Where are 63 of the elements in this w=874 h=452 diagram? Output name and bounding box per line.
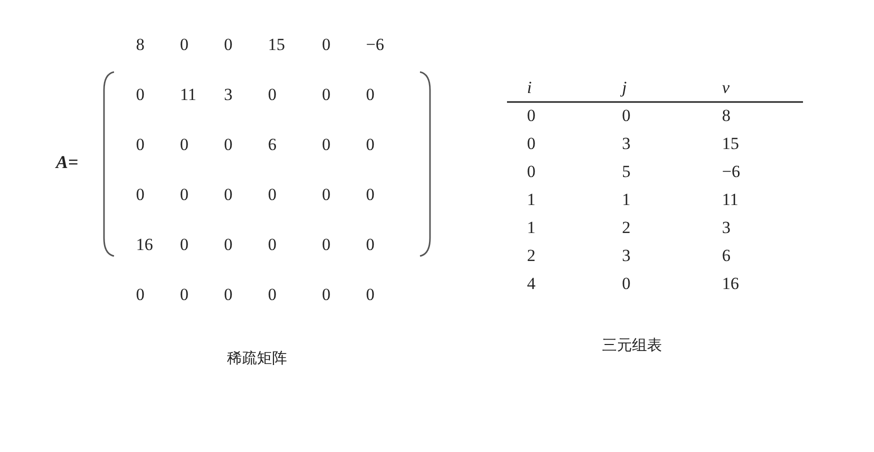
matrix-entry: 3 [224,85,232,105]
matrix-entry: 0 [224,285,232,305]
matrix-entry: 0 [268,185,276,205]
matrix-entry: 8 [136,35,144,55]
matrix-entry: 0 [322,85,330,105]
caption: 稀疏矩阵 [227,348,287,368]
table-cell: 2 [527,246,536,266]
matrix-entry: 0 [322,285,330,305]
matrix-entry: 0 [180,135,188,155]
table-cell: 0 [622,106,630,126]
matrix-entry: 0 [366,135,374,155]
table-cell: 0 [527,106,536,126]
matrix-entry: 0 [180,235,188,255]
table-cell: 8 [722,106,730,126]
matrix-entry: −6 [366,35,384,55]
matrix-entry: 15 [268,35,285,55]
column-header: j [622,78,627,98]
matrix-entry: 16 [136,235,153,255]
table-cell: 4 [527,274,536,294]
table-cell: 0 [622,274,630,294]
table-cell: 0 [527,162,536,182]
table-cell: 1 [622,190,630,210]
matrix-entry: 11 [180,85,196,105]
matrix-entry: 0 [136,135,144,155]
matrix-entry: 0 [322,185,330,205]
matrix-entry: 0 [224,135,232,155]
matrix-name: A= [56,152,78,172]
table-cell: 6 [722,246,730,266]
matrix-entry: 0 [322,235,330,255]
matrix-entry: 0 [180,35,188,55]
matrix-entry: 0 [224,235,232,255]
table-cell: 11 [722,190,738,210]
table-cell: 0 [527,134,536,154]
matrix-entry: 0 [322,35,330,55]
matrix-entry: 0 [366,235,374,255]
matrix-entry: 0 [180,185,188,205]
matrix-entry: 0 [322,135,330,155]
table-cell: 15 [722,134,739,154]
caption: 三元组表 [602,335,662,355]
matrix-entry: 0 [366,285,374,305]
table-cell: 5 [622,162,630,182]
matrix-entry: 0 [136,185,144,205]
matrix-entry: 0 [224,185,232,205]
matrix-entry: 0 [268,235,276,255]
table-cell: −6 [722,162,740,182]
table-cell: 16 [722,274,739,294]
table-cell: 1 [527,190,536,210]
table-cell: 1 [527,218,536,238]
matrix-entry: 0 [268,285,276,305]
matrix-entry: 6 [268,135,276,155]
table-cell: 2 [622,218,630,238]
table-cell: 3 [622,246,630,266]
matrix-entry: 0 [366,185,374,205]
matrix-entry: 0 [268,85,276,105]
matrix-entry: 0 [180,285,188,305]
column-header: v [722,78,730,98]
matrix-entry: 0 [224,35,232,55]
matrix-entry: 0 [136,285,144,305]
column-header: i [527,78,532,98]
matrix-entry: 0 [366,85,374,105]
table-cell: 3 [722,218,730,238]
matrix-entry: 0 [136,85,144,105]
table-cell: 3 [622,134,630,154]
